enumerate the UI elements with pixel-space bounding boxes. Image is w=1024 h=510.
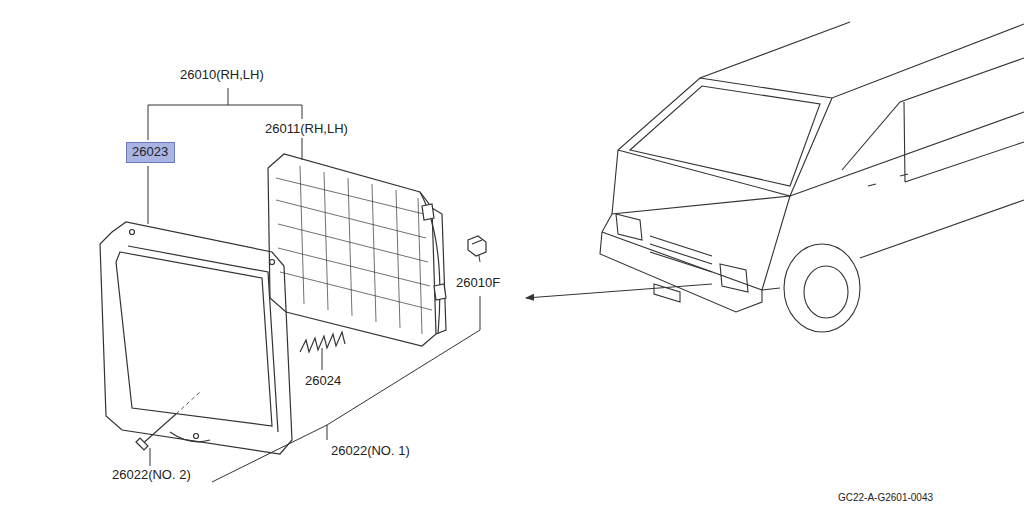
headlamp-bezel [100,222,292,454]
sealed-beam-headlamp [268,154,446,346]
callout-number: 26010(RH,LH) [180,68,264,82]
screw [136,392,200,450]
van-illustration [600,22,1024,332]
callout-number: 26010F [456,276,500,290]
callout-number: 26011(RH,LH) [265,122,348,136]
callout-number: 26024 [305,374,341,388]
clip [468,236,486,256]
callout-number: 26023 [132,145,169,159]
leader-lines [148,88,712,482]
drawing-code: GC22-A-G2601-0043 [838,492,933,503]
callout-number: 26022(NO. 2) [112,468,191,482]
callout-number: 26022(NO. 1) [331,444,410,458]
highlighted-callout: 26023 [126,142,175,163]
spring [300,332,345,352]
